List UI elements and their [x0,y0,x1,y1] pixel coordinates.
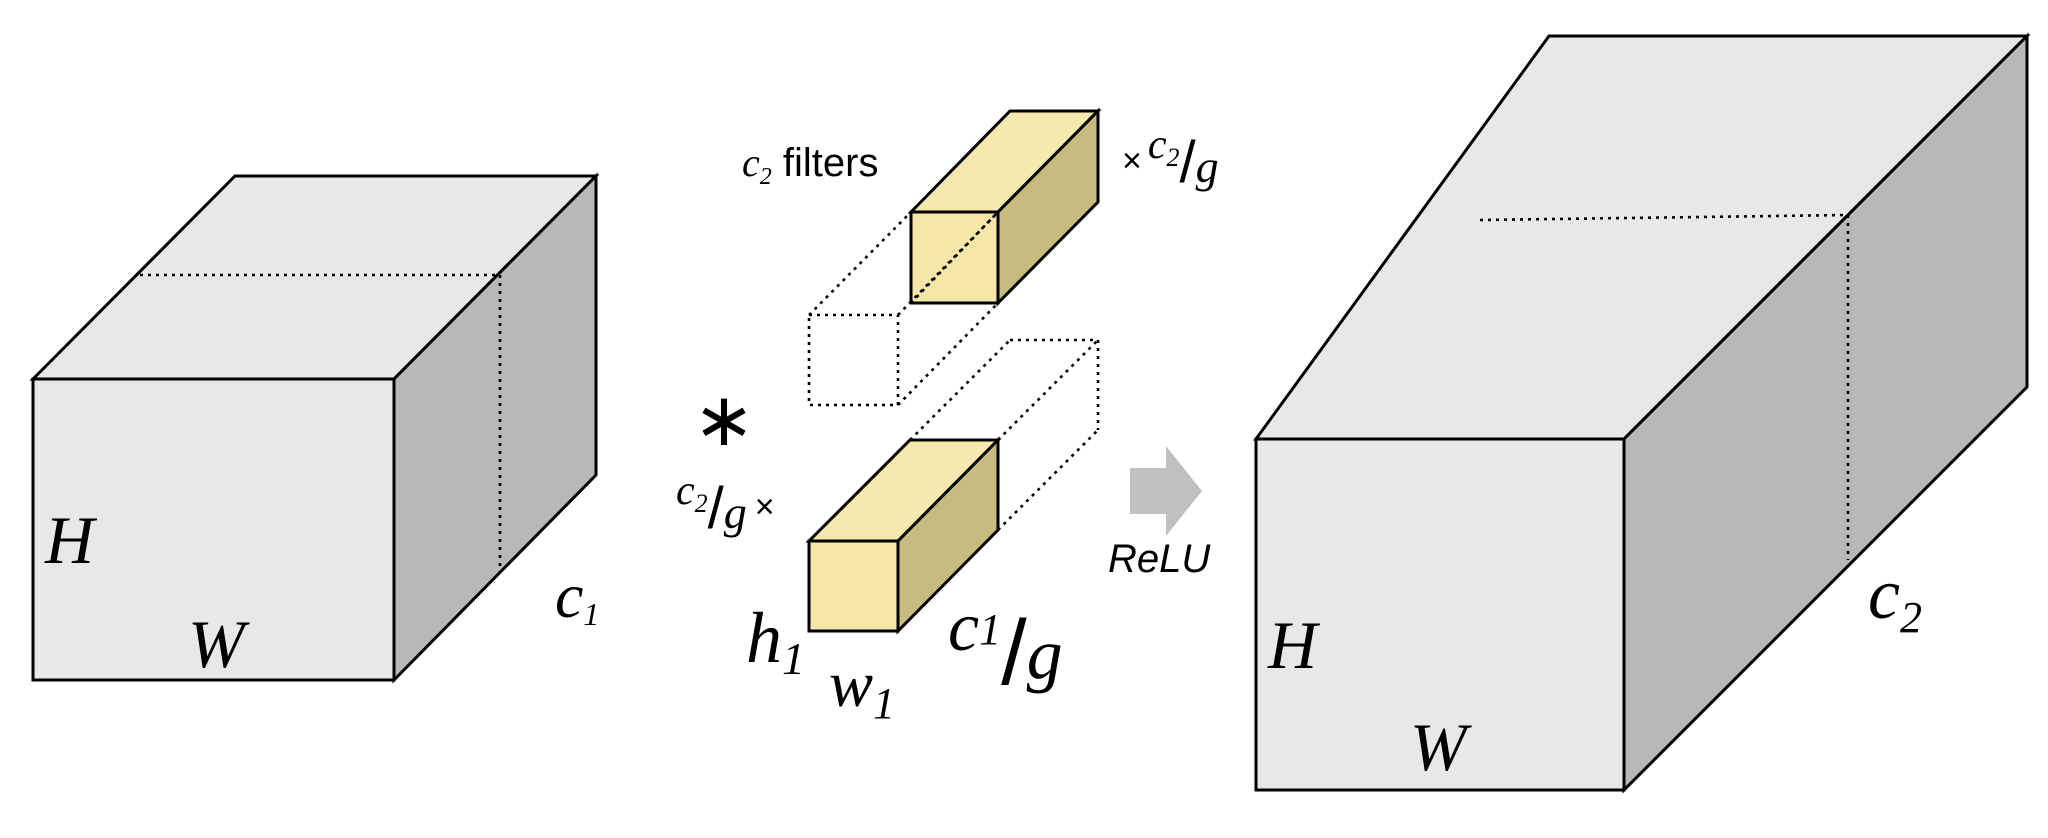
output-depth-label: c2 [1868,554,1922,642]
input-block-front-face [31,377,396,682]
filter-bottom [805,436,1002,635]
ghost-upper-inner-diagonal [910,211,999,304]
output-feature-map [1253,32,2031,794]
output-block-front-face [1254,437,1626,792]
input-width-label: W [188,606,250,682]
filters-group-multiplier: ×c2/g [1122,122,1219,195]
output-width-label: W [1410,709,1472,785]
filters-count-label: c2 filters [742,140,878,190]
filter-bottom-front-face [807,539,900,633]
output-group-divider-top [1479,213,1849,222]
ghost-lower-link-top [909,339,1011,441]
input-height-label: H [44,502,98,578]
filters-group-multiplier-lower: c2/g× [676,468,775,541]
filter-width-label: w1 [829,648,895,728]
input-depth-label: c1 [555,560,599,632]
filter-depth-label: c1/g [948,589,1063,704]
activation-arrow-icon [1130,446,1202,536]
output-height-label: H [1267,607,1321,683]
input-feature-map [29,172,600,684]
filter-ghost-lower [909,338,1100,531]
filter-ghost-upper [807,211,999,407]
activation-label: ReLU [1108,537,1211,581]
ghost-upper-link-bottom [897,302,999,406]
convolution-operator: ∗ [693,378,755,461]
filter-height-label: h1 [746,598,805,684]
ghost-lower-link-bottom [997,429,1099,531]
ghost-upper-link-topleft [808,211,912,316]
ghost-upper-front-face [807,313,900,407]
ghost-lower-link-right [997,339,1099,441]
